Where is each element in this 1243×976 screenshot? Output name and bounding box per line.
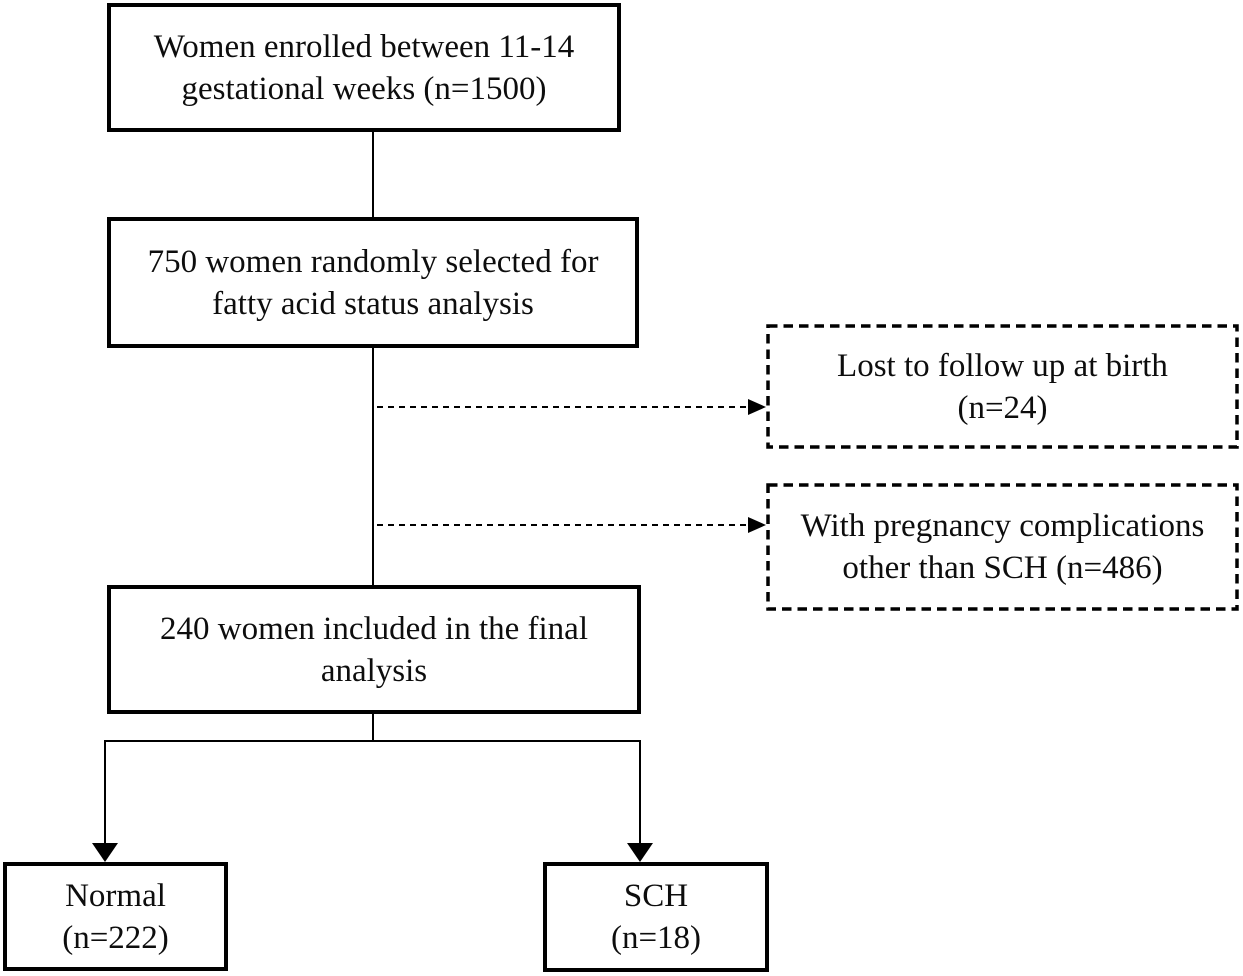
arrow-right-icon [748, 517, 766, 533]
dashed-border [766, 483, 1239, 611]
box-enrolled-line-2: gestational weeks (n=1500) [181, 70, 547, 107]
arrow-down-icon [92, 843, 118, 862]
connector-final-branch [372, 713, 374, 742]
box-selected-line-1: 750 women randomly selected for [147, 243, 599, 280]
box-normal-line-1: Normal [65, 877, 166, 914]
box-sch-line-1: SCH [623, 878, 689, 914]
dashed-connector-complications [377, 524, 748, 526]
connector-enrolled-selected [372, 131, 374, 218]
box-complications-line-1: With pregnancy complications [800, 508, 1205, 544]
box-normal: Normal (n=222) [3, 862, 228, 971]
branch-horizontal-line [104, 740, 641, 742]
box-lost-line-1: Lost to follow up at birth [837, 347, 1168, 384]
connector-selected-final [372, 347, 374, 586]
box-selected: 750 women randomly selected for fatty ac… [107, 217, 639, 348]
dashed-connector-lost [377, 406, 748, 408]
box-final-line-2: analysis [320, 652, 428, 689]
box-final-line-1: 240 women included in the final [160, 610, 588, 647]
box-sch-line-2: (n=18) [610, 920, 702, 956]
box-enrolled: Women enrolled between 11-14 gestational… [107, 3, 621, 132]
dashed-border [766, 324, 1239, 449]
box-lost-line-2: (n=24) [957, 389, 1048, 426]
box-final: 240 women included in the final analysis [107, 585, 641, 714]
box-selected-line-2: fatty acid status analysis [212, 285, 534, 322]
arrow-right-icon [748, 399, 766, 415]
arrow-down-icon [627, 843, 653, 862]
box-complications-line-2: other than SCH (n=486) [842, 550, 1163, 586]
box-complications: With pregnancy complications other than … [766, 483, 1239, 611]
box-lost: Lost to follow up at birth (n=24) [766, 324, 1239, 449]
branch-right-line [639, 741, 641, 844]
box-enrolled-line-1: Women enrolled between 11-14 [153, 28, 575, 65]
box-sch: SCH (n=18) [543, 862, 769, 972]
box-normal-line-2: (n=222) [62, 919, 169, 956]
branch-left-line [104, 741, 106, 844]
